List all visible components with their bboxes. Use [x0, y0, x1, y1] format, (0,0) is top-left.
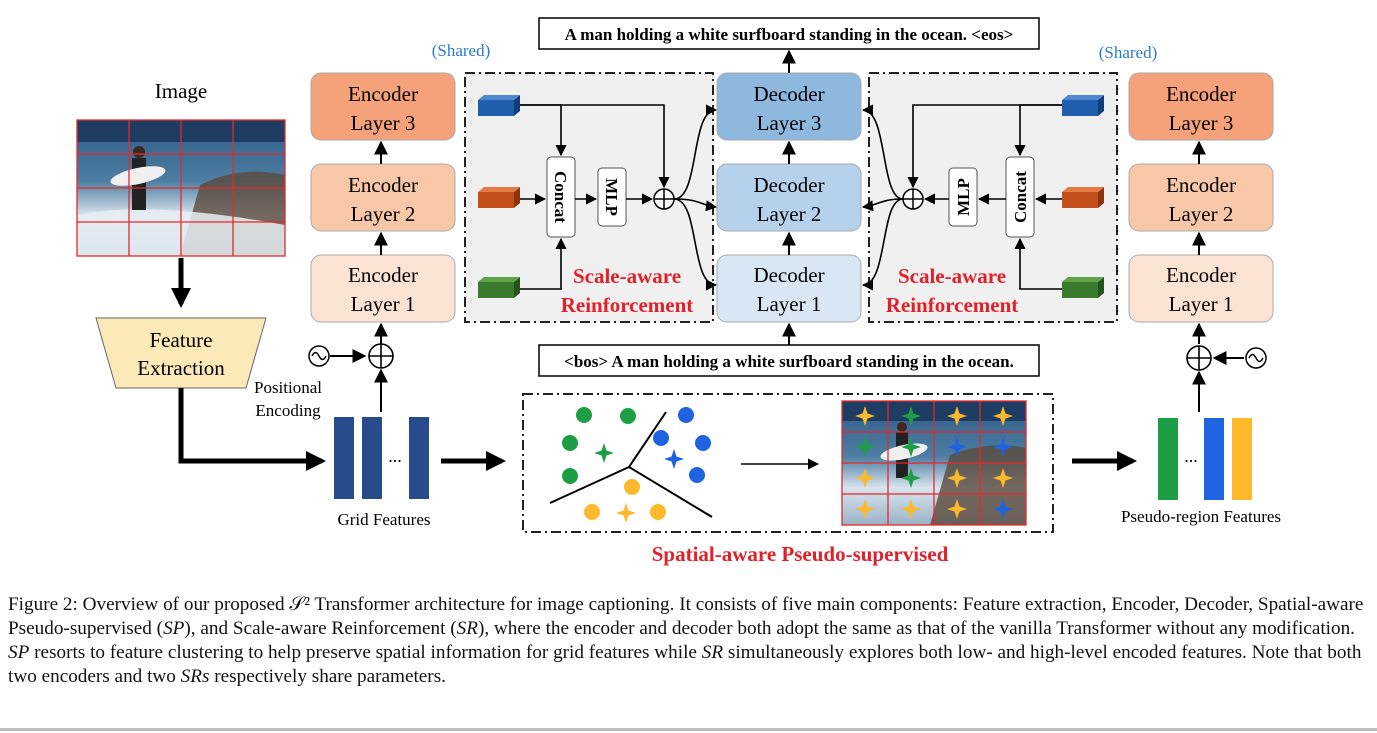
sp-label: Spatial-aware Pseudo-supervised [652, 542, 949, 566]
cube-icon-green-left [478, 277, 520, 298]
add-icon-right [1186, 345, 1212, 371]
pseudo-region-label: Pseudo-region Features [1121, 507, 1281, 526]
add-icon-sr-left [653, 188, 675, 210]
svg-text:Decoder: Decoder [753, 263, 824, 287]
pseudo-label-grid-image [841, 400, 1027, 526]
concat-block-right [1005, 156, 1035, 238]
decoder-layer-2: Decoder Layer 2 [716, 163, 862, 232]
cube-icon-orange-right [1062, 187, 1104, 208]
svg-text:A man holding a white surfboar: A man holding a white surfboard standing… [565, 25, 1014, 44]
grid-ellipsis: ... [388, 446, 402, 466]
figure-caption: Figure 2: Overview of our proposed 𝒮² Tr… [8, 594, 1364, 687]
svg-text:Layer 3: Layer 3 [757, 111, 822, 135]
feature-extraction-block [95, 317, 267, 389]
encoder-layer-1-right: Encoder Layer 1 [1128, 254, 1274, 323]
input-caption-box: <bos> A man holding a white surfboard st… [538, 344, 1040, 377]
concat-block-left [546, 156, 576, 238]
svg-text:Layer 1: Layer 1 [1169, 292, 1234, 316]
feature-extraction-label-1: Feature [150, 328, 213, 352]
feature-extraction-label-2: Extraction [137, 356, 225, 380]
decoder-layer-1: Decoder Layer 1 [716, 254, 862, 323]
add-icon-left [368, 343, 394, 369]
add-icon-sr-right [902, 188, 924, 210]
pseudo-region-features [1158, 418, 1252, 500]
encoder-layer-1-left: Encoder Layer 1 [310, 254, 456, 323]
svg-text:<bos> A man holding a white su: <bos> A man holding a white surfboard st… [564, 352, 1014, 371]
cube-icon-orange-left [478, 187, 520, 208]
svg-text:Decoder: Decoder [753, 82, 824, 106]
cube-icon-green-right [1062, 277, 1104, 298]
svg-text:Layer 3: Layer 3 [1169, 111, 1234, 135]
shared-label-left: (Shared) [432, 41, 491, 60]
svg-text:Encoder: Encoder [348, 82, 418, 106]
shared-label-right: (Shared) [1099, 43, 1158, 62]
svg-text:Layer 2: Layer 2 [1169, 202, 1234, 226]
svg-text:Concat: Concat [1011, 171, 1030, 223]
svg-text:Encoder: Encoder [348, 263, 418, 287]
encoder-layer-2-left: Encoder Layer 2 [310, 163, 456, 232]
svg-text:Layer 2: Layer 2 [351, 202, 416, 226]
bottom-divider [0, 728, 1377, 731]
svg-text:Layer 1: Layer 1 [351, 292, 416, 316]
svg-text:MLP: MLP [602, 178, 621, 216]
positional-encoding-label-1: Positional [254, 378, 322, 397]
decoder-layer-3: Decoder Layer 3 [716, 72, 862, 141]
svg-text:Encoder: Encoder [348, 173, 418, 197]
sine-wave-icon-left [308, 345, 330, 367]
svg-text:MLP: MLP [954, 178, 973, 216]
encoder-layer-3-left: Encoder Layer 3 [310, 72, 456, 141]
grid-features-label: Grid Features [337, 510, 430, 529]
architecture-figure: Image Feature Extraction ... Grid Featur… [76, 17, 1281, 566]
sr-label-right-1: Scale-aware [898, 264, 1006, 288]
encoder-layer-3-right: Encoder Layer 3 [1128, 72, 1274, 141]
positional-encoding-label-2: Encoding [255, 401, 321, 420]
sr-label-left-1: Scale-aware [573, 264, 681, 288]
output-caption-box: A man holding a white surfboard standing… [538, 17, 1040, 50]
mlp-block-left [597, 167, 627, 227]
sr-label-right-2: Reinforcement [886, 293, 1019, 317]
image-label: Image [155, 79, 207, 103]
svg-text:Encoder: Encoder [1166, 173, 1236, 197]
svg-text:Layer 1: Layer 1 [757, 292, 822, 316]
mlp-block-right [948, 167, 978, 227]
cluster-diagram [549, 407, 713, 523]
svg-text:Layer 2: Layer 2 [757, 202, 822, 226]
cube-icon-blue-right [1062, 95, 1104, 116]
svg-text:Concat: Concat [551, 171, 570, 223]
sine-wave-icon-right [1245, 347, 1267, 369]
svg-text:Layer 3: Layer 3 [351, 111, 416, 135]
encoder-layer-2-right: Encoder Layer 2 [1128, 163, 1274, 232]
input-image [76, 119, 286, 257]
svg-text:Encoder: Encoder [1166, 263, 1236, 287]
cube-icon-blue-left [478, 95, 520, 116]
grid-features [334, 417, 429, 499]
svg-text:Encoder: Encoder [1166, 82, 1236, 106]
svg-text:Decoder: Decoder [753, 173, 824, 197]
sr-label-left-2: Reinforcement [561, 293, 694, 317]
pseudo-ellipsis: ... [1184, 446, 1198, 466]
